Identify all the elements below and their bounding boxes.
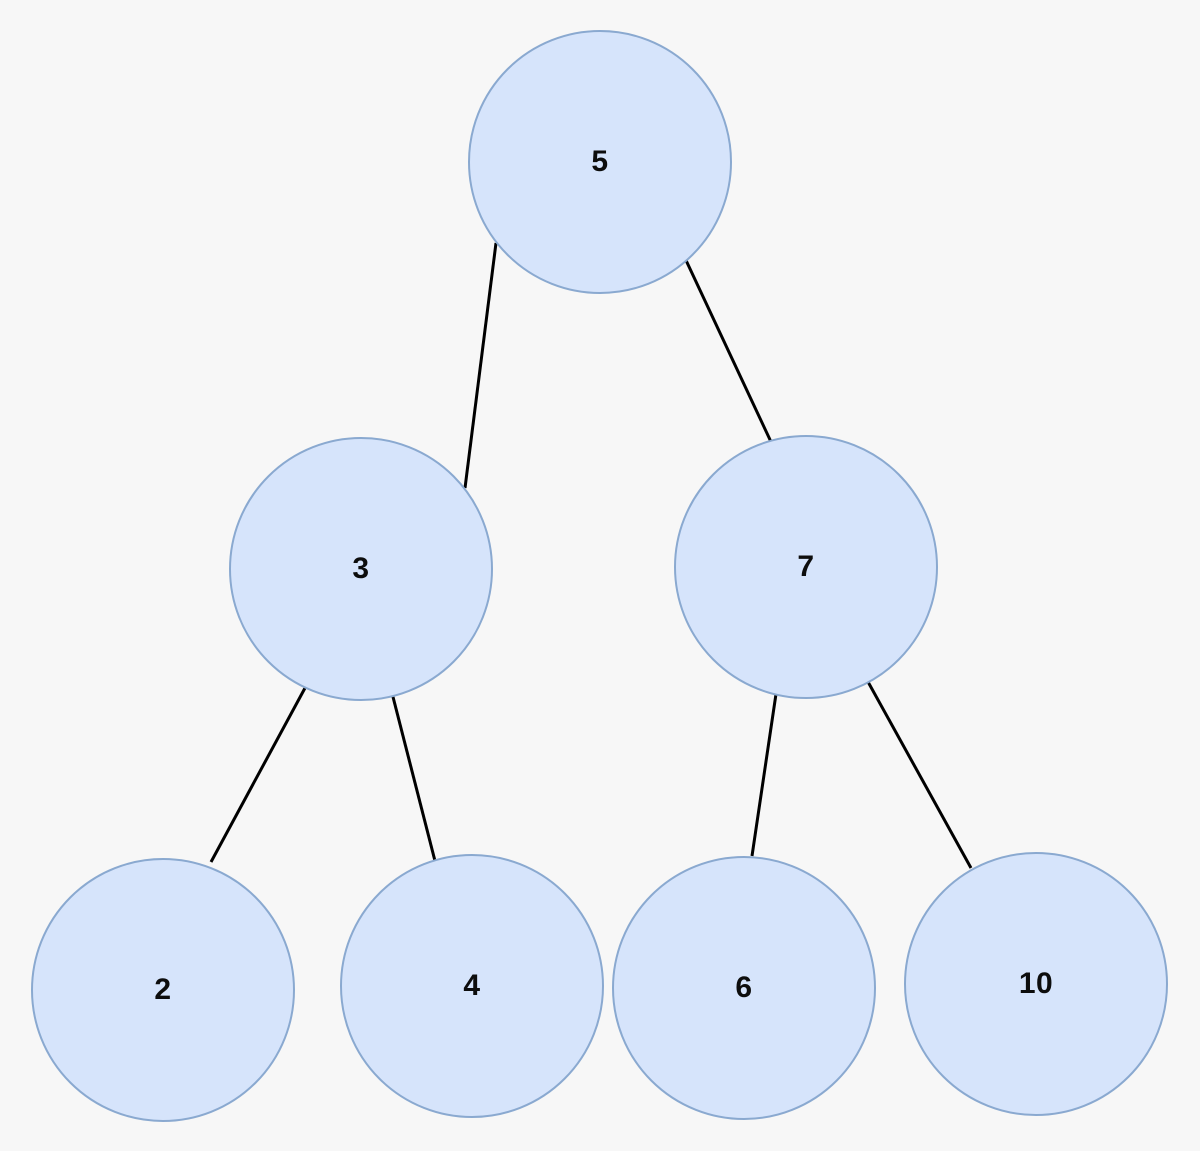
tree-edge [209,687,307,863]
tree-node-7[interactable]: 7 [674,435,938,699]
tree-node-6[interactable]: 6 [612,856,876,1120]
tree-edge [865,679,973,869]
tree-edge [390,692,437,862]
tree-node-label: 3 [352,552,370,585]
tree-node-5[interactable]: 5 [468,30,732,294]
tree-node-label: 10 [1018,967,1054,1000]
tree-node-label: 6 [735,971,753,1004]
tree-node-label: 7 [797,550,815,583]
tree-edge [750,693,778,857]
tree-node-10[interactable]: 10 [904,852,1168,1116]
tree-node-2[interactable]: 2 [31,858,295,1122]
tree-node-3[interactable]: 3 [229,437,493,701]
tree-edge [463,242,498,489]
tree-node-label: 5 [591,145,609,178]
tree-node-4[interactable]: 4 [340,854,604,1118]
tree-node-label: 4 [463,969,481,1002]
tree-edge [682,255,774,445]
tree-node-label: 2 [154,973,172,1006]
